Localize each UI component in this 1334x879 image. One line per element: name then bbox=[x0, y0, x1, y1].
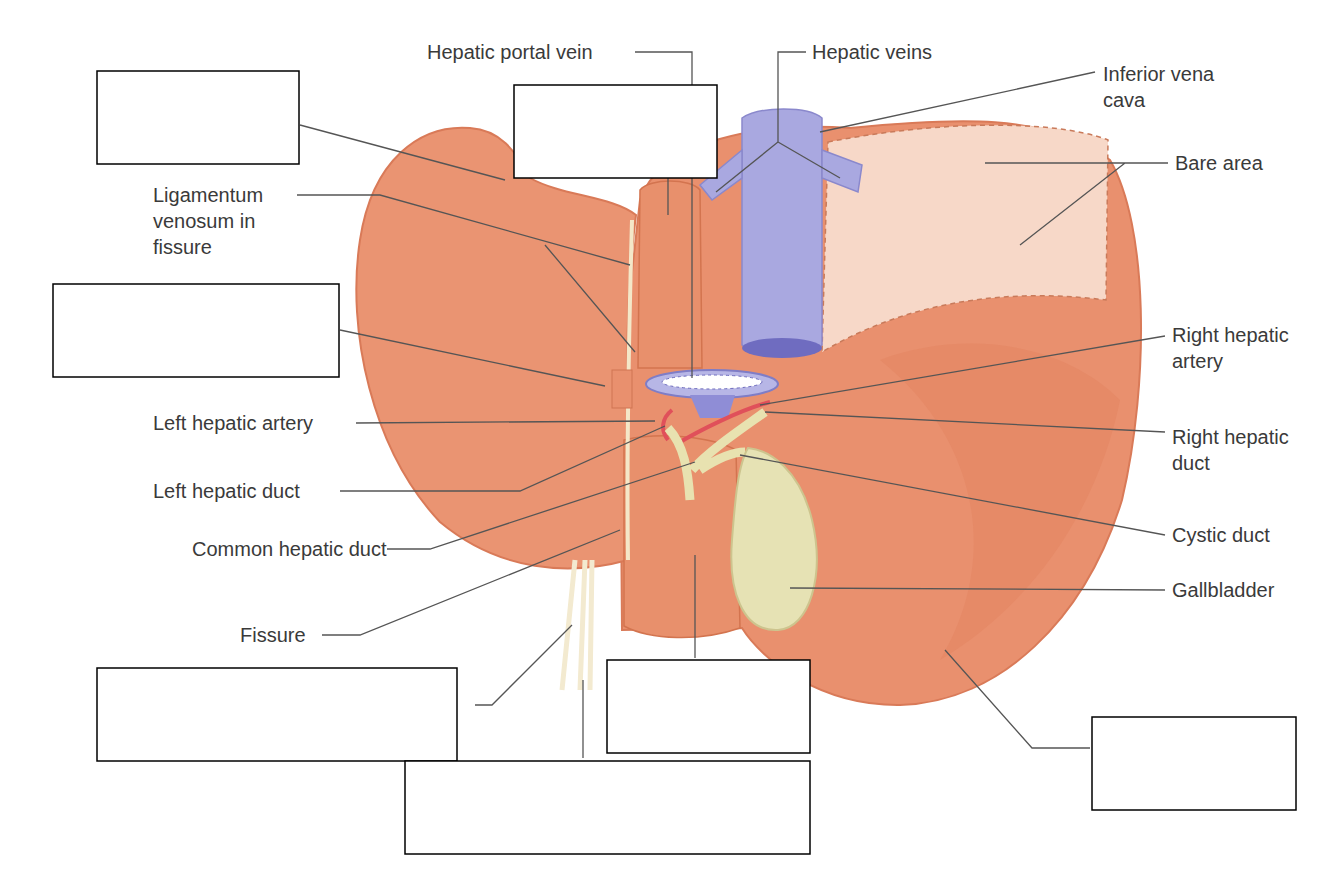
portal-vein-lumen bbox=[662, 375, 762, 389]
part-label: Hepatic portal vein bbox=[427, 39, 593, 65]
part-label: Left hepatic artery bbox=[153, 410, 313, 436]
portal-vein-stem bbox=[690, 395, 735, 418]
part-label: Hepatic veins bbox=[812, 39, 932, 65]
left-lobe bbox=[356, 128, 636, 569]
part-label: Fissure bbox=[240, 622, 306, 648]
vena-cava bbox=[742, 109, 822, 356]
leader-lines bbox=[297, 52, 1168, 758]
part-label: Gallbladder bbox=[1172, 577, 1274, 603]
part-label: Bare area bbox=[1175, 150, 1263, 176]
ligament bbox=[562, 560, 592, 690]
part-label: Cystic duct bbox=[1172, 522, 1270, 548]
bare-area bbox=[822, 125, 1108, 352]
part-label: Right hepatic duct bbox=[1172, 424, 1322, 476]
vena-cava-opening bbox=[742, 338, 822, 358]
part-label: Inferior vena cava bbox=[1103, 61, 1253, 113]
right-lobe bbox=[620, 121, 1141, 705]
part-label: Common hepatic duct bbox=[192, 536, 387, 562]
portal-vein bbox=[646, 370, 778, 398]
part-label: Left hepatic duct bbox=[153, 478, 300, 504]
lobe-shading bbox=[880, 344, 1120, 660]
background bbox=[70, 20, 1334, 830]
part-label: Right hepatic artery bbox=[1172, 322, 1322, 374]
part-label: Ligamentum venosum in fissure bbox=[153, 182, 303, 260]
answer-boxes bbox=[53, 71, 1296, 854]
ligament-stub bbox=[612, 370, 632, 408]
gallbladder bbox=[731, 448, 816, 630]
